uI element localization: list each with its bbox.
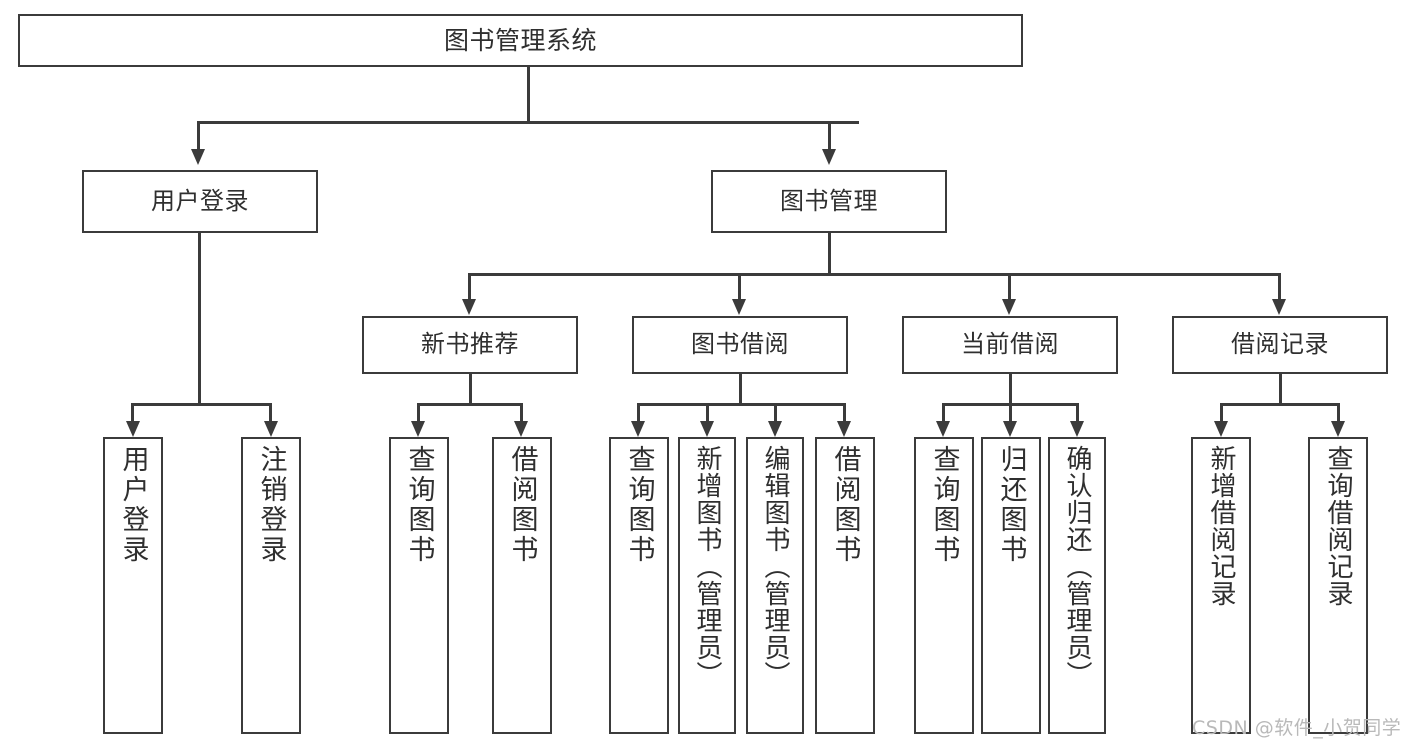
- node-root-system[interactable]: 图书管理系统: [18, 14, 1023, 67]
- node-label: 借阅记录: [1231, 330, 1329, 359]
- leaf-confirm-return-admin[interactable]: 确认归还（管理员）: [1048, 437, 1106, 734]
- arrow-to-new-book-recommend: [462, 299, 476, 315]
- arrow-to-leaf-return-book: [1003, 421, 1017, 437]
- arrow-to-user-login: [191, 149, 205, 165]
- leaf-add-borrow-record[interactable]: 新增借阅记录: [1191, 437, 1251, 734]
- node-label: 查询图书: [623, 445, 655, 565]
- node-user-login[interactable]: 用户登录: [82, 170, 318, 233]
- node-current-borrow[interactable]: 当前借阅: [902, 316, 1118, 374]
- connector-current-borrow-drop-3: [1076, 403, 1079, 421]
- node-label: 新增图书（管理员）: [692, 445, 722, 688]
- connector-borrow-record-rail: [1220, 403, 1339, 406]
- connector-book-manage-drop-1: [468, 273, 471, 299]
- leaf-edit-book-admin[interactable]: 编辑图书（管理员）: [746, 437, 804, 734]
- connector-book-manage-rail: [468, 273, 1280, 276]
- leaf-borrow-book-recommend[interactable]: 借阅图书: [492, 437, 552, 734]
- connector-borrow-record-drop-2: [1337, 403, 1340, 421]
- leaf-query-book-borrow[interactable]: 查询图书: [609, 437, 669, 734]
- node-label: 当前借阅: [961, 330, 1059, 359]
- connector-book-borrow-drop-1: [637, 403, 640, 421]
- connector-root-stem: [527, 67, 530, 122]
- node-label: 借阅图书: [506, 445, 538, 565]
- node-label: 新增借阅记录: [1206, 445, 1236, 607]
- connector-new-book-drop-1: [417, 403, 420, 421]
- arrow-to-borrow-record: [1272, 299, 1286, 315]
- arrow-to-book-borrow: [732, 299, 746, 315]
- arrow-to-leaf-user-login: [126, 421, 140, 437]
- connector-new-book-rail: [417, 403, 522, 406]
- arrow-to-current-borrow: [1002, 299, 1016, 315]
- connector-root-drop-right: [828, 121, 831, 149]
- connector-root-rail: [197, 121, 859, 124]
- leaf-logout[interactable]: 注销登录: [241, 437, 301, 734]
- node-label: 查询图书: [928, 445, 960, 565]
- node-label: 编辑图书（管理员）: [760, 445, 790, 688]
- connector-new-book-stem: [469, 374, 472, 405]
- connector-book-borrow-stem: [739, 374, 742, 405]
- node-label: 注销登录: [255, 445, 287, 565]
- connector-root-drop-left: [197, 121, 200, 149]
- arrow-to-book-manage: [822, 149, 836, 165]
- connector-user-login-rail: [131, 403, 269, 406]
- arrow-to-leaf-edit-book: [768, 421, 782, 437]
- connector-user-login-drop-1: [131, 403, 134, 421]
- connector-current-borrow-drop-2: [1009, 403, 1012, 421]
- connector-user-login-stem: [198, 233, 201, 405]
- node-book-borrow[interactable]: 图书借阅: [632, 316, 848, 374]
- node-label: 确认归还（管理员）: [1062, 445, 1092, 688]
- connector-book-manage-stem: [828, 233, 831, 275]
- node-label: 查询借阅记录: [1323, 445, 1353, 607]
- connector-book-manage-drop-4: [1278, 273, 1281, 299]
- connector-current-borrow-drop-1: [942, 403, 945, 421]
- connector-user-login-drop-2: [269, 403, 272, 421]
- node-book-manage[interactable]: 图书管理: [711, 170, 947, 233]
- connector-current-borrow-stem: [1009, 374, 1012, 405]
- leaf-borrow-book-borrow[interactable]: 借阅图书: [815, 437, 875, 734]
- arrow-to-leaf-query-book-3: [936, 421, 950, 437]
- connector-new-book-drop-2: [520, 403, 523, 421]
- arrow-to-leaf-query-book-2: [631, 421, 645, 437]
- connector-book-borrow-drop-4: [843, 403, 846, 421]
- node-label: 新书推荐: [421, 330, 519, 359]
- node-label: 图书借阅: [691, 330, 789, 359]
- arrow-to-leaf-query-record: [1331, 421, 1345, 437]
- leaf-query-borrow-record[interactable]: 查询借阅记录: [1308, 437, 1368, 734]
- node-new-book-recommend[interactable]: 新书推荐: [362, 316, 578, 374]
- arrow-to-leaf-borrow-book-2: [837, 421, 851, 437]
- node-label: 借阅图书: [829, 445, 861, 565]
- leaf-user-login[interactable]: 用户登录: [103, 437, 163, 734]
- arrow-to-leaf-add-record: [1214, 421, 1228, 437]
- leaf-query-book-current[interactable]: 查询图书: [914, 437, 974, 734]
- leaf-query-book-recommend[interactable]: 查询图书: [389, 437, 449, 734]
- arrow-to-leaf-add-book: [700, 421, 714, 437]
- arrow-to-leaf-confirm-return: [1070, 421, 1084, 437]
- arrow-to-leaf-logout: [264, 421, 278, 437]
- node-label: 用户登录: [151, 186, 249, 215]
- arrow-to-leaf-borrow-book-1: [514, 421, 528, 437]
- connector-borrow-record-drop-1: [1220, 403, 1223, 421]
- leaf-return-book[interactable]: 归还图书: [981, 437, 1041, 734]
- connector-book-borrow-drop-2: [706, 403, 709, 421]
- connector-borrow-record-stem: [1279, 374, 1282, 405]
- node-label: 图书管理系统: [443, 26, 597, 55]
- connector-book-borrow-rail: [637, 403, 845, 406]
- node-label: 查询图书: [403, 445, 435, 565]
- connector-book-manage-drop-3: [1008, 273, 1011, 299]
- node-borrow-record[interactable]: 借阅记录: [1172, 316, 1388, 374]
- node-label: 归还图书: [995, 445, 1027, 565]
- arrow-to-leaf-query-book-1: [411, 421, 425, 437]
- node-label: 用户登录: [117, 445, 149, 565]
- node-label: 图书管理: [780, 186, 878, 215]
- connector-book-manage-drop-2: [738, 273, 741, 299]
- connector-book-borrow-drop-3: [774, 403, 777, 421]
- leaf-add-book-admin[interactable]: 新增图书（管理员）: [678, 437, 736, 734]
